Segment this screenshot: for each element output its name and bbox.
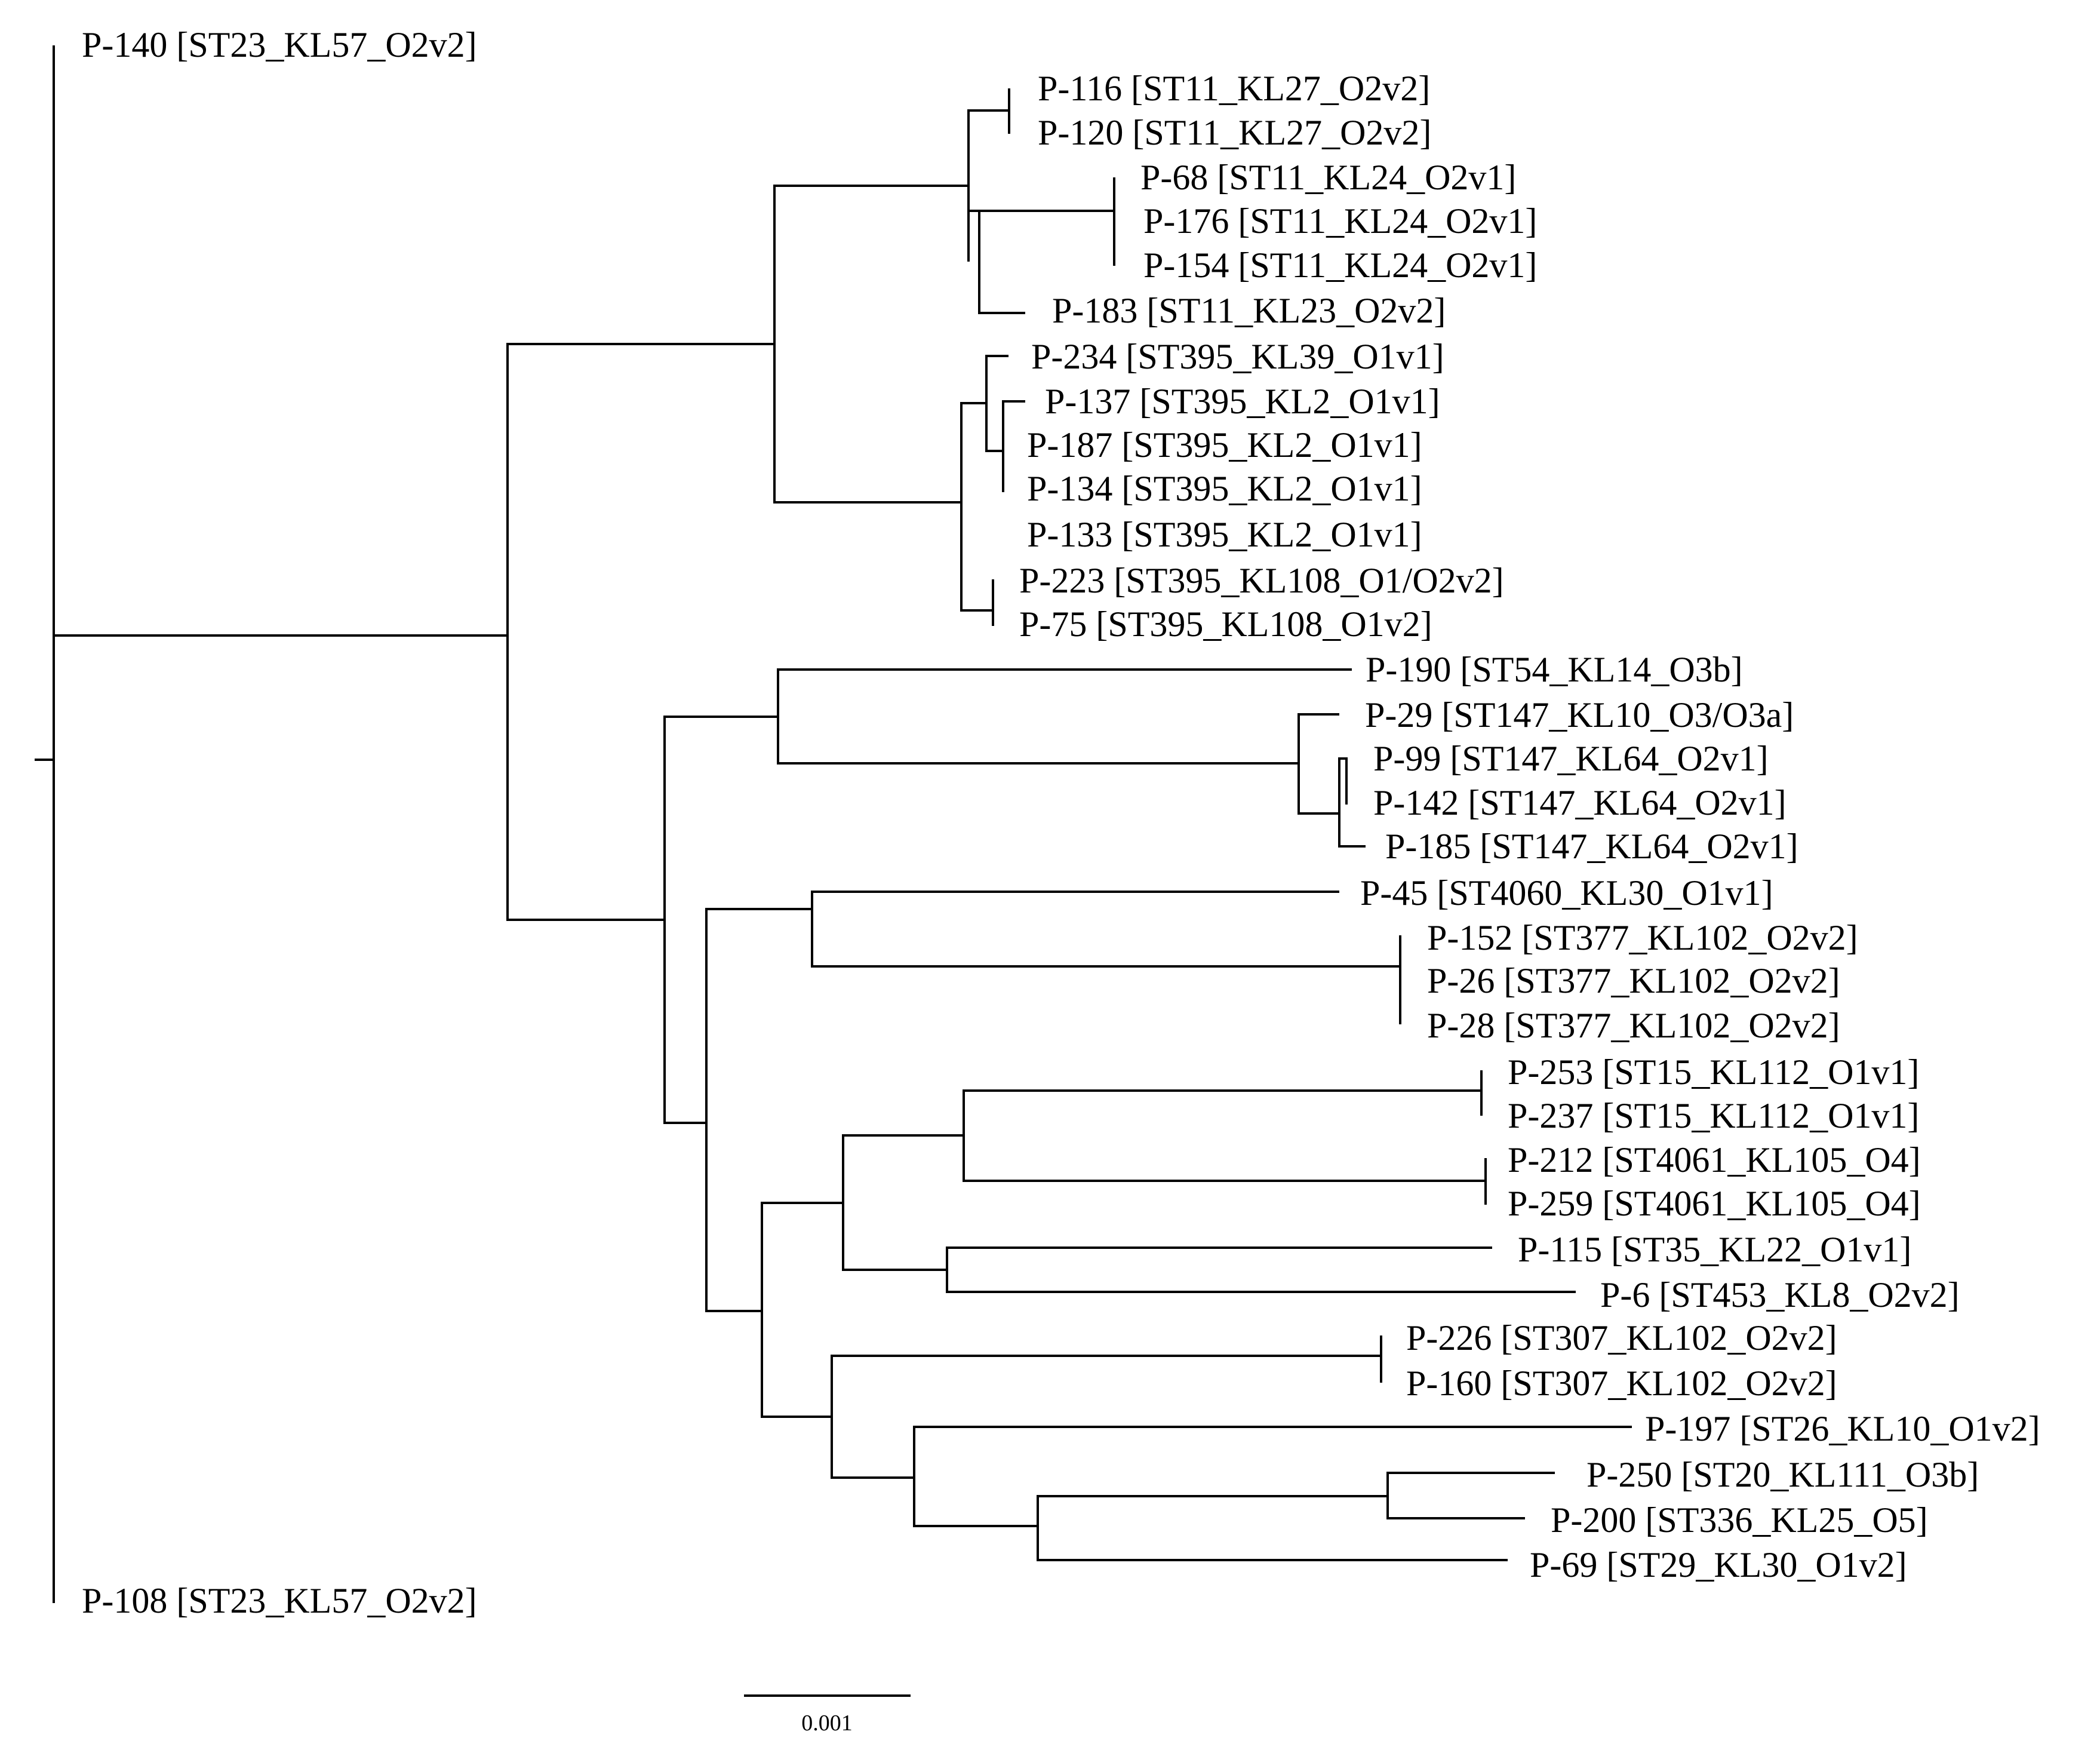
- leaf-label: P-115 [ST35_KL22_O1v1]: [1518, 1230, 1911, 1269]
- tree-branches: [35, 45, 1632, 1603]
- leaf-label: P-45 [ST4060_KL30_O1v1]: [1360, 873, 1773, 913]
- leaf-label: P-120 [ST11_KL27_O2v2]: [1038, 113, 1431, 152]
- leaf-label: P-234 [ST395_KL39_O1v1]: [1031, 337, 1444, 376]
- leaf-label: P-223 [ST395_KL108_O1/O2v2]: [1019, 561, 1504, 600]
- leaf-label: P-140 [ST23_KL57_O2v2]: [82, 25, 477, 65]
- scale-bar: 0.001: [744, 1694, 911, 1736]
- leaf-label: P-152 [ST377_KL102_O2v2]: [1427, 918, 1858, 957]
- leaf-label: P-142 [ST147_KL64_O2v1]: [1373, 783, 1787, 822]
- leaf-label: P-28 [ST377_KL102_O2v2]: [1427, 1006, 1840, 1045]
- leaf-label: P-108 [ST23_KL57_O2v2]: [82, 1581, 477, 1620]
- leaf-label: P-137 [ST395_KL2_O1v1]: [1045, 382, 1440, 421]
- leaf-label: P-187 [ST395_KL2_O1v1]: [1027, 425, 1422, 465]
- leaf-label: P-253 [ST15_KL112_O1v1]: [1508, 1052, 1919, 1092]
- leaf-labels: P-140 [ST23_KL57_O2v2] P-116 [ST11_KL27_O…: [82, 25, 2040, 1620]
- leaf-label: P-154 [ST11_KL24_O2v1]: [1143, 245, 1537, 285]
- leaf-label: P-99 [ST147_KL64_O2v1]: [1373, 739, 1769, 778]
- leaf-label: P-237 [ST15_KL112_O1v1]: [1508, 1096, 1919, 1135]
- leaf-label: P-185 [ST147_KL64_O2v1]: [1385, 827, 1798, 866]
- leaf-label: P-69 [ST29_KL30_O1v2]: [1530, 1545, 1907, 1585]
- leaf-label: P-200 [ST336_KL25_O5]: [1551, 1500, 1928, 1540]
- leaf-label: P-183 [ST11_KL23_O2v2]: [1052, 291, 1446, 330]
- leaf-label: P-75 [ST395_KL108_O1v2]: [1019, 604, 1432, 644]
- scale-bar-label: 0.001: [801, 1711, 853, 1736]
- leaf-label: P-68 [ST11_KL24_O2v1]: [1140, 158, 1516, 197]
- leaf-label: P-134 [ST395_KL2_O1v1]: [1027, 469, 1422, 508]
- leaf-label: P-133 [ST395_KL2_O1v1]: [1027, 515, 1422, 554]
- leaf-label: P-116 [ST11_KL27_O2v2]: [1038, 69, 1430, 108]
- leaf-label: P-190 [ST54_KL14_O3b]: [1366, 650, 1743, 689]
- leaf-label: P-212 [ST4061_KL105_O4]: [1508, 1140, 1921, 1180]
- leaf-label: P-26 [ST377_KL102_O2v2]: [1427, 961, 1840, 1000]
- leaf-label: P-29 [ST147_KL10_O3/O3a]: [1365, 695, 1794, 735]
- leaf-label: P-176 [ST11_KL24_O2v1]: [1143, 201, 1537, 241]
- leaf-label: P-226 [ST307_KL102_O2v2]: [1406, 1318, 1837, 1358]
- leaf-label: P-250 [ST20_KL111_O3b]: [1586, 1455, 1979, 1494]
- leaf-label: P-259 [ST4061_KL105_O4]: [1508, 1184, 1921, 1223]
- leaf-label: P-6 [ST453_KL8_O2v2]: [1600, 1275, 1960, 1315]
- leaf-label: P-197 [ST26_KL10_O1v2]: [1645, 1409, 2040, 1448]
- leaf-label: P-160 [ST307_KL102_O2v2]: [1406, 1364, 1837, 1403]
